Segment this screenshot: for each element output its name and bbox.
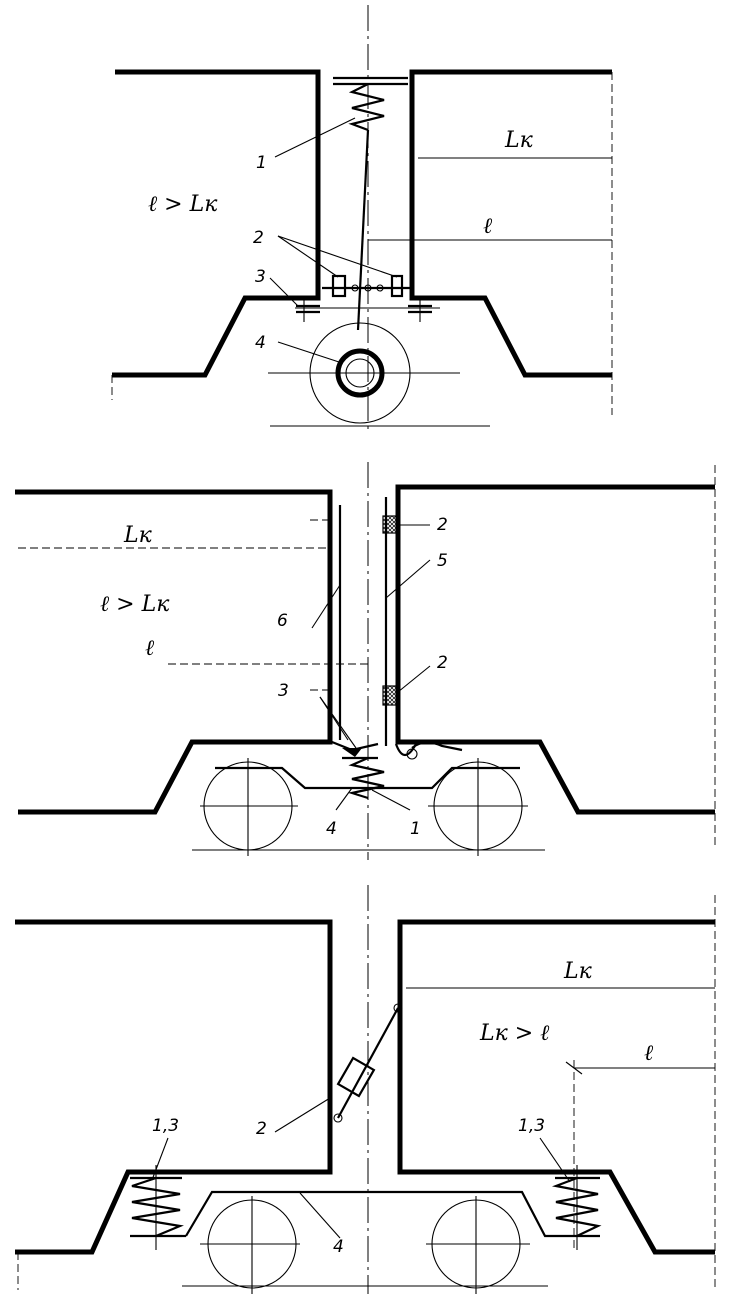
right-car-body <box>395 484 715 815</box>
callout-6: 6 <box>277 611 288 631</box>
callout-1-3-left: 1,3 <box>152 1116 179 1136</box>
bogie-frame-4 <box>182 1190 555 1238</box>
top-leaders <box>269 117 612 364</box>
left-car-body <box>112 69 321 378</box>
car-length-label: Lк <box>504 128 534 153</box>
callout-4: 4 <box>326 819 337 839</box>
distance-label: ℓ <box>483 214 493 239</box>
vertical-link <box>356 129 370 331</box>
callout-4: 4 <box>255 333 266 353</box>
hinge-3 <box>295 300 440 322</box>
pad-2-lower <box>382 685 399 706</box>
callout-1: 1 <box>256 153 267 173</box>
panel-middle: Lк ℓ > Lк ℓ 2 5 6 3 2 4 1 <box>15 462 716 860</box>
left-car-body <box>15 489 333 815</box>
car-length-label: Lк <box>123 523 153 548</box>
bogie-4 <box>268 322 490 427</box>
wheels <box>182 1196 548 1294</box>
callout-1-3-right: 1,3 <box>518 1116 545 1136</box>
callout-2: 2 <box>437 653 448 673</box>
panel-bottom: Lк Lк > ℓ ℓ 2 1,3 1,3 4 <box>15 885 716 1294</box>
condition-label: Lк > ℓ <box>479 1021 550 1046</box>
spring-1-3-right <box>551 1165 602 1250</box>
damper-2 <box>333 1003 403 1123</box>
spring-1 <box>333 76 408 132</box>
callout-2: 2 <box>256 1119 267 1139</box>
bottom-dims <box>406 987 715 1250</box>
damper-2 <box>322 274 410 298</box>
wheels <box>192 758 545 856</box>
middle-leaders <box>311 524 431 811</box>
pad-2-upper <box>382 515 399 534</box>
distance-label: ℓ <box>644 1041 654 1066</box>
panel-top: ℓ > Lк Lк ℓ 1 2 3 4 <box>111 5 613 430</box>
condition-label: ℓ > Lк <box>148 192 218 217</box>
right-car-body <box>397 919 715 1255</box>
right-car-body <box>409 69 612 378</box>
joint-3 <box>331 740 463 760</box>
spring-1-3-left <box>130 1165 184 1250</box>
callout-1: 1 <box>410 819 421 839</box>
middle-dims <box>18 519 368 691</box>
condition-label: ℓ > Lк <box>100 592 170 617</box>
callout-3: 3 <box>278 681 289 701</box>
callout-5: 5 <box>437 551 448 571</box>
callout-4: 4 <box>333 1237 344 1257</box>
callout-2: 2 <box>437 515 448 535</box>
callout-2: 2 <box>253 228 264 248</box>
car-length-label: Lк <box>563 959 593 984</box>
callout-3: 3 <box>255 267 266 287</box>
bottom-leaders <box>151 1097 571 1239</box>
spring-1 <box>347 756 385 800</box>
left-car-body <box>15 919 333 1255</box>
distance-label: ℓ <box>145 636 155 661</box>
